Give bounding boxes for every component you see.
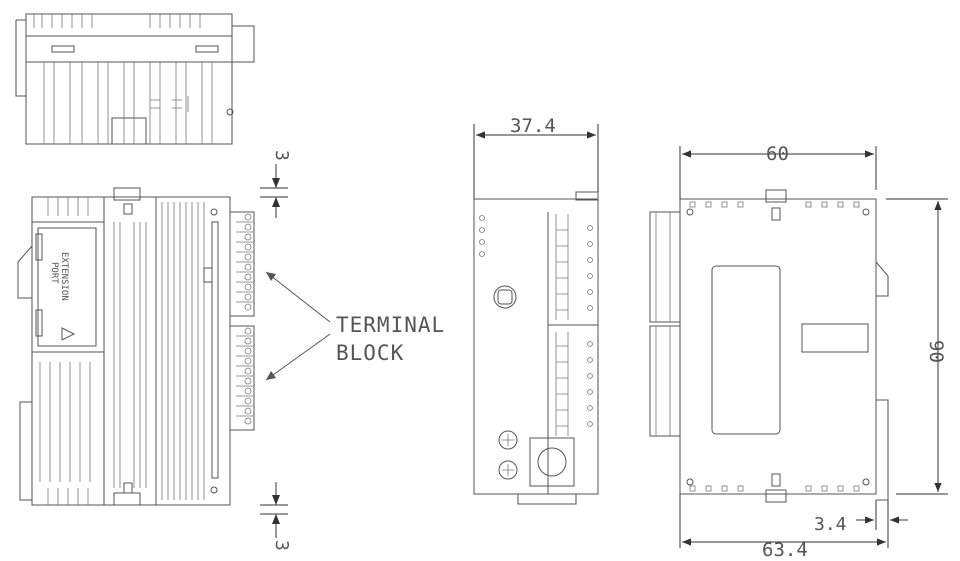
side-width-dimension: 37.4 — [510, 115, 556, 137]
rear-view: 60 90 3.4 63.4 — [649, 143, 948, 561]
extension-port-label-line1: EXTENSION — [59, 252, 69, 301]
terminal-block-label-line1: TERMINAL — [336, 313, 445, 337]
top-view — [15, 13, 255, 145]
rear-width-dimension: 60 — [766, 143, 789, 165]
rear-height-dimension: 90 — [925, 340, 947, 363]
extension-port-label-line2: PORT — [49, 262, 59, 284]
terminal-block-label-line2: BLOCK — [336, 341, 404, 365]
clearance-top-dimension: 3 — [271, 150, 292, 161]
front-view: EXTENSION PORT TERMINAL BLOCK 3 — [17, 150, 445, 551]
rail-offset-dimension: 3.4 — [814, 514, 847, 535]
clearance-bottom-dimension: 3 — [271, 540, 292, 551]
overall-width-dimension: 63.4 — [762, 539, 808, 561]
arrow-icon — [61, 327, 76, 341]
side-view: 37.4 — [473, 115, 599, 505]
